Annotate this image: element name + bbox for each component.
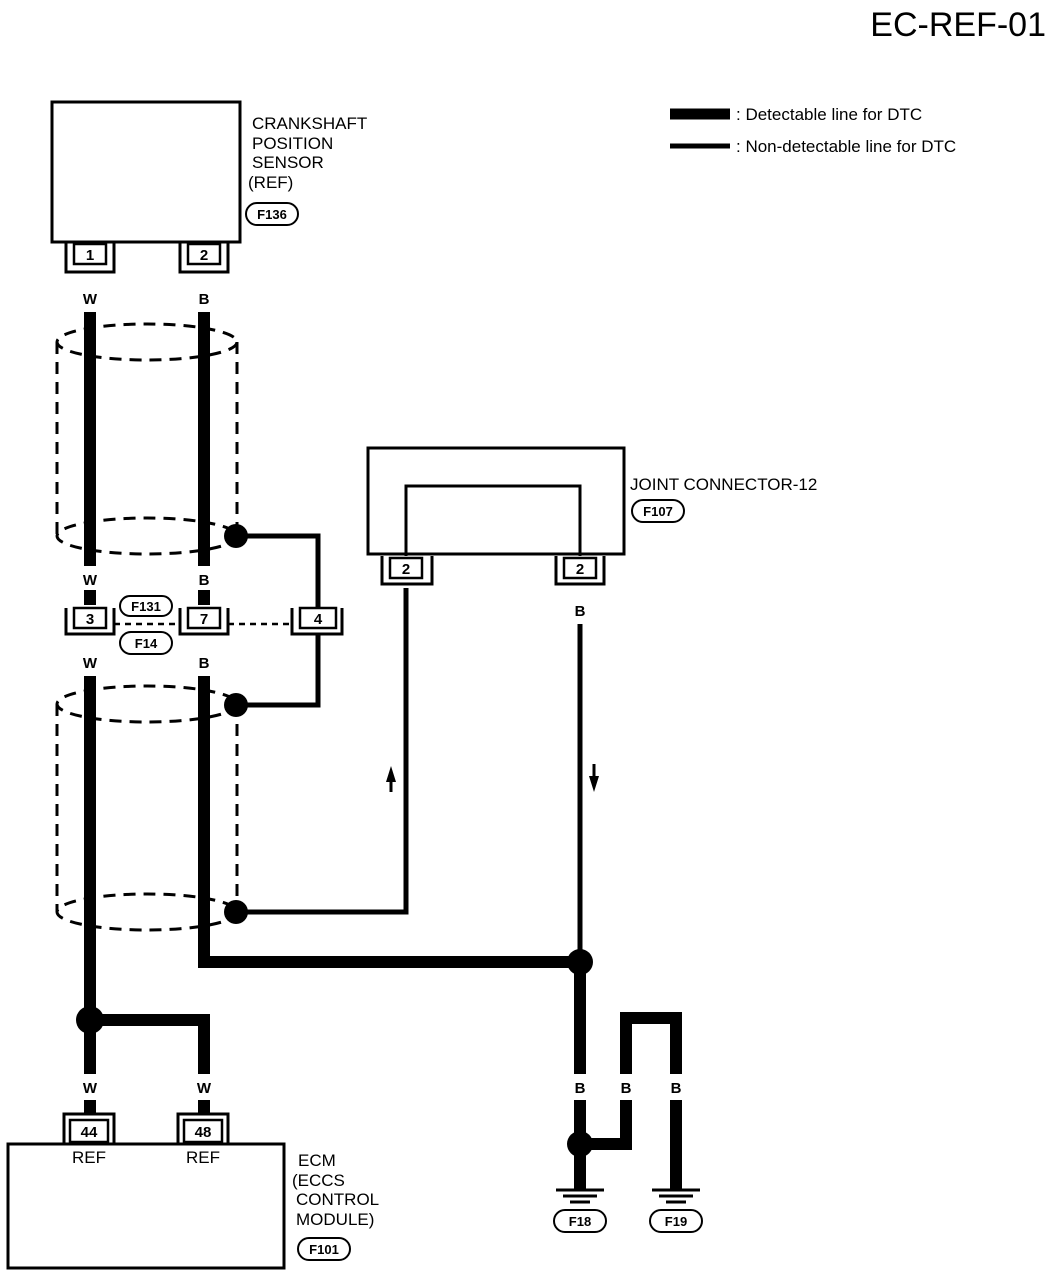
junction-pin7-text: 7 <box>200 611 208 628</box>
ecm-label-4: MODULE) <box>296 1210 374 1229</box>
wire-label-b-joint: B <box>575 603 586 620</box>
wire-w-ecm-branch <box>90 1014 210 1074</box>
connector-f18-text: F18 <box>569 1214 591 1229</box>
ecm-pin44-label: REF <box>72 1148 106 1167</box>
wire-b-ground-link <box>580 1100 632 1150</box>
wire-label-b-1: B <box>199 291 210 308</box>
connector-f19-text: F19 <box>665 1214 687 1229</box>
connector-f101-text: F101 <box>309 1242 339 1257</box>
arrow-up-icon <box>386 766 396 782</box>
joint-pin-a-box <box>388 556 424 580</box>
wire-label-w-2: W <box>83 572 98 589</box>
shield-to-joint-wire <box>236 588 409 915</box>
joint-pin-a-text: 2 <box>402 561 410 578</box>
joint-pin-b-box <box>562 556 598 580</box>
crankshaft-pin2-bracket <box>178 242 230 274</box>
legend-detectable-text: : Detectable line for DTC <box>736 105 922 124</box>
crankshaft-pin1-text: 1 <box>86 247 94 264</box>
crankshaft-label-3: SENSOR <box>252 153 324 172</box>
ecm-pin44-text: 44 <box>81 1124 98 1141</box>
ecm: 44 48 REF REF ECM (ECCS CONTROL MODULE) … <box>6 1112 379 1270</box>
wire-label-b-3: B <box>199 655 210 672</box>
joint-connector-12: JOINT CONNECTOR-12 F107 2 2 <box>366 446 817 586</box>
wire-label-w-5: W <box>197 1080 212 1097</box>
ecm-pin48-bracket <box>176 1112 230 1144</box>
connector-f107-text: F107 <box>643 504 673 519</box>
junction-pin7-box <box>186 606 222 630</box>
ecm-pin44-bracket <box>62 1112 116 1144</box>
ecm-pin44-box <box>68 1118 110 1144</box>
lower-shield-drain-wire <box>236 634 321 708</box>
crankshaft-label-2: POSITION <box>252 134 333 153</box>
connector-f14-badge <box>119 631 173 655</box>
joint-pin-b-bracket <box>554 556 606 586</box>
junction-pin3-text: 3 <box>86 611 94 628</box>
wire-label-w-1: W <box>83 291 98 308</box>
wire-label-b-g2: B <box>621 1080 632 1097</box>
connector-f107-badge <box>631 499 685 523</box>
joint-connector-label: JOINT CONNECTOR-12 <box>630 475 817 494</box>
connector-f131-text: F131 <box>131 599 161 614</box>
upper-shield-drain-wire <box>236 533 321 610</box>
ground-f18: F18 <box>553 1188 607 1233</box>
connector-f14-text: F14 <box>135 636 158 651</box>
connector-f19-badge <box>649 1209 703 1233</box>
joint-connector-internal-link <box>404 484 582 556</box>
ecm-pin48-text: 48 <box>195 1124 212 1141</box>
crankshaft-label-4: (REF) <box>248 173 293 192</box>
crankshaft-position-sensor: CRANKSHAFT POSITION SENSOR (REF) F136 1 … <box>50 100 367 274</box>
connector-f131-badge <box>119 595 173 617</box>
wire-label-b-g1: B <box>575 1080 586 1097</box>
connector-f136-badge <box>245 202 299 226</box>
ecm-label-2: (ECCS <box>292 1171 345 1190</box>
ecm-label-1: ECM <box>298 1151 336 1170</box>
ground-f19: F19 <box>649 1188 703 1233</box>
crankshaft-label-1: CRANKSHAFT <box>252 114 367 133</box>
crankshaft-pin2-text: 2 <box>200 247 208 264</box>
wire-label-w-4: W <box>83 1080 98 1097</box>
ecm-pin48-box <box>182 1118 224 1144</box>
junction-pin3-bracket <box>64 608 116 636</box>
crankshaft-pin1-bracket <box>64 242 116 274</box>
wire-label-b-2: B <box>199 572 210 589</box>
wire-label-w-3: W <box>83 655 98 672</box>
arrow-down-icon <box>589 776 599 792</box>
junction-pin4-box <box>298 606 338 630</box>
junction-pin3-box <box>72 606 108 630</box>
ecm-box <box>6 1142 286 1270</box>
connector-f101-badge <box>297 1237 351 1261</box>
lower-shield-drain-dot <box>224 693 248 717</box>
crankshaft-pin2-box <box>186 242 222 266</box>
junction-pin4-text: 4 <box>314 611 323 628</box>
junction-pin7-bracket <box>178 608 230 636</box>
ecm-pin48-label: REF <box>186 1148 220 1167</box>
wire-b-lower <box>198 676 580 968</box>
crankshaft-sensor-box <box>50 100 242 244</box>
joint-pin-a-bracket <box>380 556 434 586</box>
legend-non-detectable-text: : Non-detectable line for DTC <box>736 137 956 156</box>
legend: : Detectable line for DTC : Non-detectab… <box>670 105 956 156</box>
wire-b-ground-link-top <box>620 1012 682 1074</box>
page-id: EC-REF-01 <box>870 6 1046 44</box>
connector-f18-badge <box>553 1209 607 1233</box>
crankshaft-pin1-box <box>72 242 108 266</box>
connector-f136-text: F136 <box>257 207 287 222</box>
wire-label-b-g3: B <box>671 1080 682 1097</box>
joint-pin-b-text: 2 <box>576 561 584 578</box>
ecm-label-3: CONTROL <box>296 1190 379 1209</box>
